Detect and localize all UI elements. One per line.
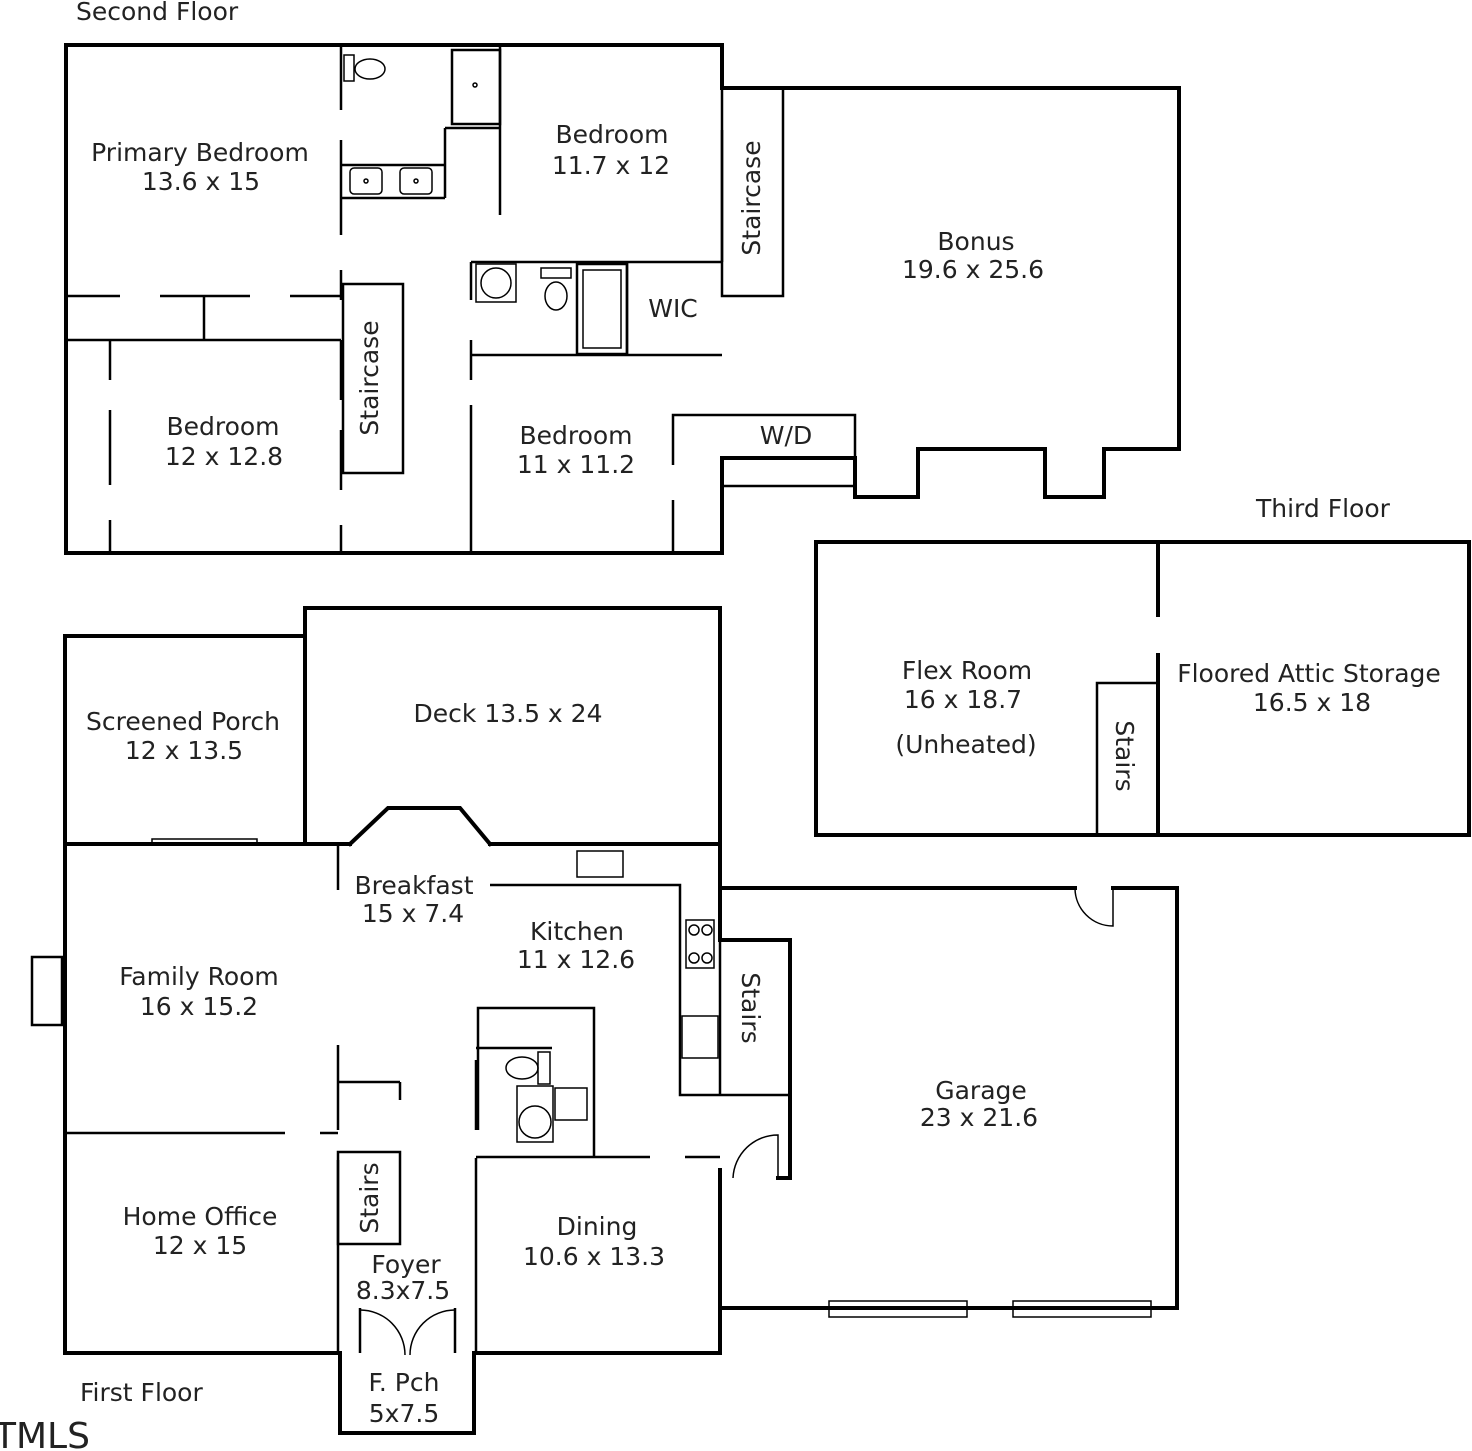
bedroom-c-size: 11 x 11.2 (517, 450, 635, 479)
screened-porch-label: Screened Porch (86, 707, 280, 736)
garage-size: 23 x 21.6 (920, 1103, 1038, 1132)
home-office-size: 12 x 15 (153, 1231, 247, 1260)
stairs-foyer-label: Stairs (355, 1162, 384, 1233)
flex-room-size: 16 x 18.7 (904, 685, 1022, 714)
bathtub-icon (575, 262, 629, 356)
primary-bedroom-label: Primary Bedroom (91, 138, 309, 167)
kitchen-label: Kitchen (530, 917, 624, 946)
attic-size: 16.5 x 18 (1253, 688, 1371, 717)
first-floor-title: First Floor (80, 1378, 203, 1407)
attic-label: Floored Attic Storage (1177, 659, 1441, 688)
front-porch-label: F. Pch (369, 1368, 440, 1397)
kitchen-size: 11 x 12.6 (517, 945, 635, 974)
wic-label: WIC (648, 294, 698, 323)
bonus-size: 19.6 x 25.6 (902, 255, 1044, 284)
third-floor (814, 540, 1471, 837)
flex-room-note: (Unheated) (895, 730, 1036, 759)
bedroom-c-label: Bedroom (519, 421, 632, 450)
sink-icon (475, 263, 517, 303)
bedroom-b-size: 12 x 12.8 (165, 442, 283, 471)
bonus-label: Bonus (937, 227, 1014, 256)
foyer-label: Foyer (371, 1250, 441, 1279)
toilet-icon (343, 54, 386, 82)
family-room-label: Family Room (119, 962, 279, 991)
staircase-upper-label: Staircase (737, 140, 766, 255)
second-floor (64, 43, 1181, 555)
family-room-size: 16 x 15.2 (140, 992, 258, 1021)
bedroom-a-size: 11.7 x 12 (552, 151, 670, 180)
first-floor (30, 606, 1179, 1435)
primary-bedroom-size: 13.6 x 15 (142, 167, 260, 196)
sink-icon (349, 167, 433, 195)
foyer-size: 8.3x7.5 (356, 1276, 450, 1305)
front-porch-size: 5x7.5 (369, 1399, 439, 1428)
home-office-label: Home Office (123, 1202, 278, 1231)
flex-room-label: Flex Room (902, 656, 1032, 685)
toilet-icon (505, 1051, 551, 1085)
stairs-garage-label: Stairs (736, 972, 765, 1043)
bedroom-a-label: Bedroom (555, 120, 668, 149)
wd-label: W/D (760, 421, 812, 450)
stairs-attic-label: Stairs (1110, 720, 1139, 791)
dining-size: 10.6 x 13.3 (523, 1242, 665, 1271)
stove-icon (685, 919, 715, 969)
sink-icon (516, 1085, 588, 1143)
breakfast-size: 15 x 7.4 (362, 899, 464, 928)
watermark: TMLS (0, 1416, 90, 1451)
fireplace-icon (30, 955, 64, 1027)
breakfast-label: Breakfast (354, 871, 473, 900)
second-floor-title: Second Floor (76, 0, 239, 26)
third-floor-title: Third Floor (1255, 494, 1391, 523)
dining-label: Dining (557, 1212, 638, 1241)
staircase-lower-label: Staircase (355, 320, 384, 435)
bedroom-b-label: Bedroom (166, 412, 279, 441)
garage-label: Garage (935, 1076, 1027, 1105)
screened-porch-size: 12 x 13.5 (125, 736, 243, 765)
deck-label: Deck 13.5 x 24 (414, 699, 603, 728)
toilet-icon (540, 267, 572, 311)
